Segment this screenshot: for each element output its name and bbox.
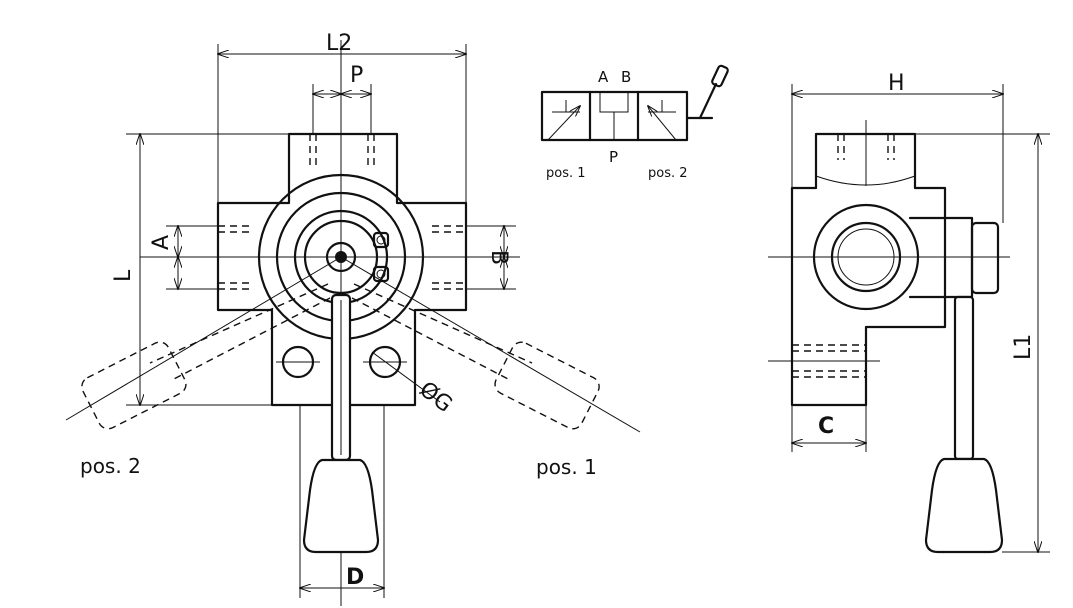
- schematic-pos-1-label: pos. 1: [546, 166, 586, 181]
- pos-1-label: pos. 1: [536, 455, 597, 479]
- dim-label-L1: L1: [1011, 334, 1036, 360]
- side-body: [790, 132, 947, 407]
- lever-handle: [302, 293, 380, 554]
- dim-label-D: D: [346, 565, 364, 590]
- port-A-label: A: [598, 68, 609, 86]
- dim-label-B: B: [486, 250, 511, 265]
- lever-pos-1-outline: [340, 256, 641, 433]
- side-view: H L1 C: [768, 71, 1050, 554]
- lever-pos-2-outline: [65, 256, 342, 430]
- schematic-pos-2-label: pos. 2: [648, 166, 688, 181]
- front-view: L2 P L A B ØG D pos. 2 pos. 1: [65, 31, 641, 606]
- port-P-label: P: [609, 148, 618, 166]
- dim-label-G: ØG: [414, 377, 456, 418]
- dim-label-L2: L2: [326, 31, 352, 56]
- pos-2-label: pos. 2: [80, 454, 141, 478]
- dim-label-H: H: [888, 71, 905, 96]
- dim-label-C: C: [818, 414, 834, 439]
- dim-label-A: A: [149, 235, 174, 250]
- hydraulic-symbol: A B P pos. 1 pos. 2: [540, 64, 729, 181]
- dim-label-P: P: [350, 63, 363, 88]
- port-B-label: B: [621, 68, 631, 86]
- dim-label-L: L: [111, 269, 136, 282]
